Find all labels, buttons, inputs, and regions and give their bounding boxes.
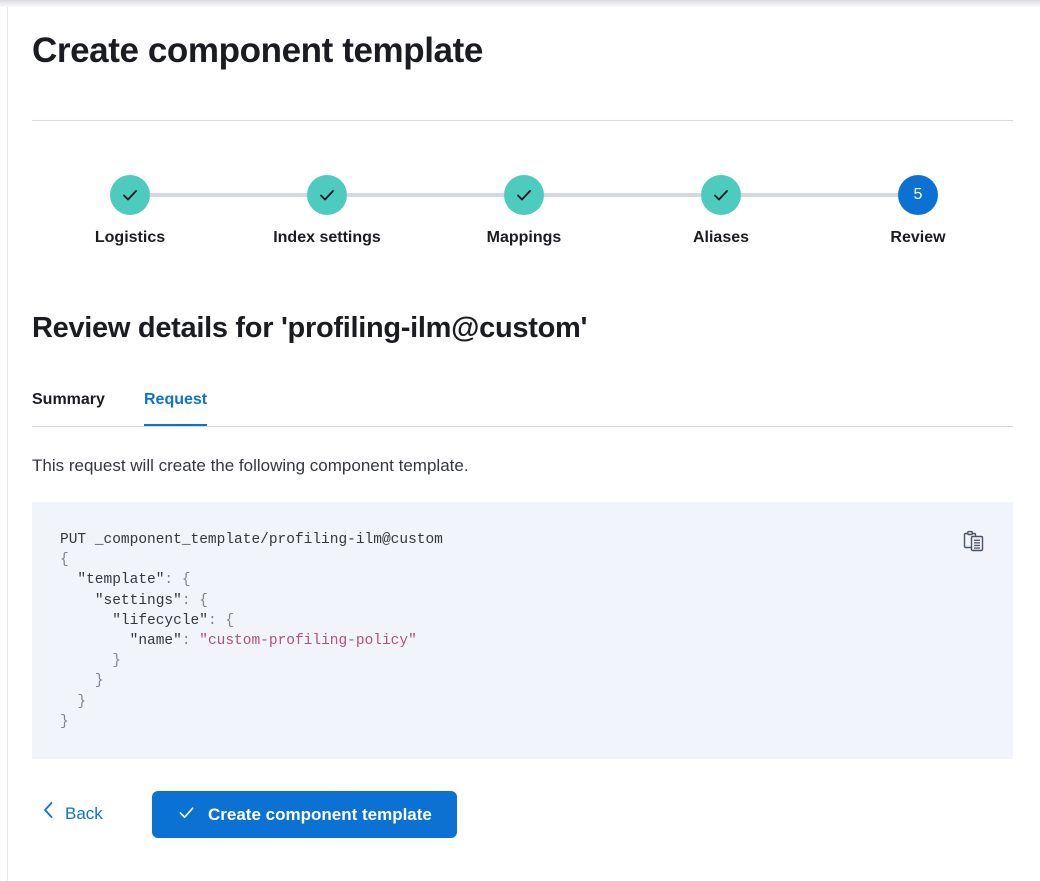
tabs-divider [32, 426, 1013, 427]
code-key-lifecycle: "lifecycle" [112, 612, 208, 629]
request-code-text: PUT _component_template/profiling-ilm@cu… [60, 532, 443, 730]
left-rail [0, 7, 8, 881]
create-component-template-button[interactable]: Create component template [152, 791, 457, 838]
check-icon [514, 185, 534, 205]
check-icon [317, 185, 337, 205]
code-http-method: PUT [60, 532, 87, 548]
review-section-title: Review details for 'profiling-ilm@custom… [32, 312, 588, 344]
step-connector-4 [741, 193, 898, 197]
window-chrome-strip [0, 0, 1040, 7]
step-review-number: 5 [913, 186, 923, 203]
code-http-path: _component_template/profiling-ilm@custom [94, 532, 443, 548]
step-review-circle[interactable]: 5 [898, 175, 938, 215]
code-key-name: "name" [129, 633, 182, 650]
step-review-label: Review [890, 229, 946, 246]
copy-clipboard-icon[interactable] [963, 530, 985, 552]
step-mappings-label: Mappings [486, 229, 562, 246]
check-icon [177, 803, 196, 827]
step-aliases-circle[interactable] [701, 175, 741, 215]
wizard-stepper: Logistics Index settings Mappings [32, 175, 1017, 265]
step-index-settings-label: Index settings [273, 229, 381, 246]
tab-request[interactable]: Request [144, 389, 208, 427]
step-logistics-circle[interactable] [110, 175, 150, 215]
step-connector-1 [150, 193, 307, 197]
step-connector-2 [347, 193, 504, 197]
review-tabs: Summary Request [32, 389, 1013, 427]
step-mappings-circle[interactable] [504, 175, 544, 215]
code-value-policy: "custom-profiling-policy" [199, 633, 417, 650]
back-button-label: Back [65, 803, 103, 823]
step-aliases[interactable]: Aliases [623, 175, 819, 248]
step-index-settings-circle[interactable] [307, 175, 347, 215]
request-code-block: PUT _component_template/profiling-ilm@cu… [32, 502, 1013, 759]
step-logistics[interactable]: Logistics [32, 175, 228, 248]
tab-summary[interactable]: Summary [32, 391, 105, 408]
step-logistics-label: Logistics [94, 229, 166, 246]
page-title: Create component template [32, 31, 483, 70]
step-aliases-label: Aliases [692, 229, 750, 246]
page-header: Create component template [32, 30, 1017, 72]
create-button-label: Create component template [208, 804, 432, 824]
check-icon [711, 185, 731, 205]
step-mappings[interactable]: Mappings [426, 175, 622, 248]
header-divider [32, 120, 1013, 121]
step-index-settings[interactable]: Index settings [229, 175, 425, 248]
step-review[interactable]: 5 Review [820, 175, 1016, 248]
footer-actions: Back Create component template [32, 791, 1013, 839]
code-key-settings: "settings" [94, 592, 182, 609]
step-connector-3 [544, 193, 701, 197]
back-button[interactable]: Back [42, 801, 103, 826]
request-description: This request will create the following c… [32, 456, 469, 475]
code-key-template: "template" [77, 572, 165, 589]
page-canvas: Create component template Logistics I [9, 7, 1040, 881]
chevron-left-icon [42, 801, 55, 826]
check-icon [120, 185, 140, 205]
